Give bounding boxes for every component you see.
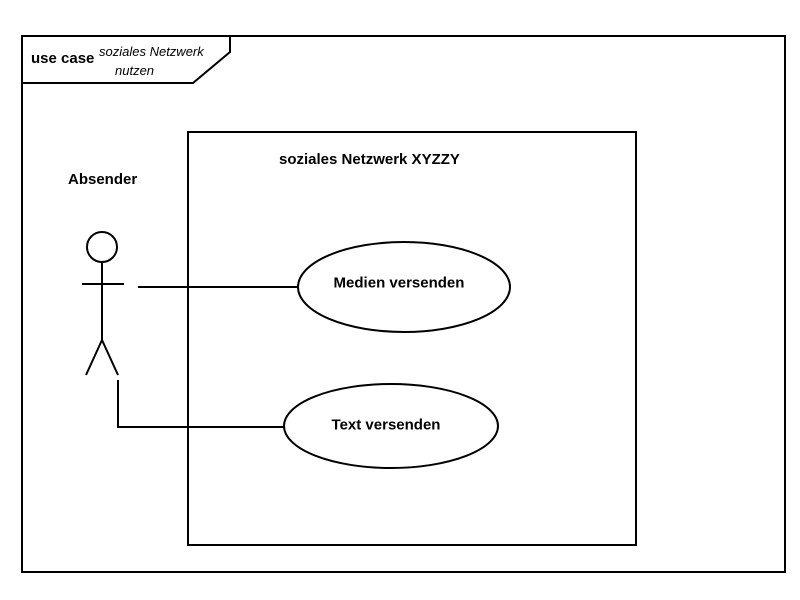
use-case-label-text-versenden: Text versenden (331, 416, 441, 434)
diagram-frame (21, 35, 786, 573)
use-case-label-medien-versenden: Medien versenden (333, 274, 465, 292)
frame-name-tab (22, 36, 231, 84)
system-boundary (187, 131, 637, 546)
actor-right-leg (101, 339, 119, 376)
actor-head (86, 231, 118, 263)
actor-left-leg (85, 339, 103, 376)
frame-kind-label: use case (31, 50, 95, 67)
use-case-medien-versenden (297, 241, 511, 333)
use-case-text-versenden (283, 383, 499, 469)
system-title: soziales Netzwerk XYZZY (279, 151, 460, 168)
actor-name: Absender (68, 171, 138, 188)
frame-name-line1: soziales Netzwerk (99, 44, 204, 59)
frame-name-line2: nutzen (115, 63, 155, 78)
association-text-versenden (117, 380, 285, 428)
actor-stick-figure (82, 231, 124, 376)
